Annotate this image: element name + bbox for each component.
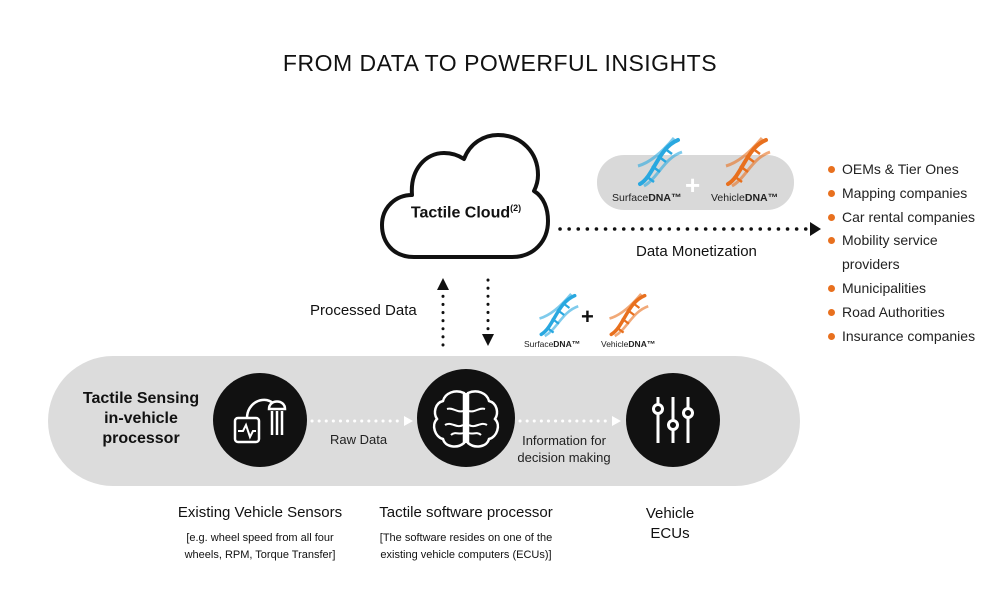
customer-list: OEMs & Tier Ones Mapping companies Car r… — [828, 158, 975, 348]
raw-data-arrowhead — [404, 416, 413, 426]
bullet-icon — [828, 189, 835, 197]
list-item: Mapping companies — [828, 182, 975, 206]
processor-circle — [417, 369, 515, 467]
dna-plus: + — [685, 170, 701, 200]
bullet-icon — [828, 166, 835, 173]
cloud-icon — [380, 133, 550, 259]
surface-dna-icon — [637, 137, 683, 188]
processor-note: [The software resides on one of the exis… — [379, 532, 553, 561]
list-item: Car rental companies — [828, 206, 975, 230]
dna-pill — [597, 155, 794, 210]
surface-dna-label-small: SurfaceDNA™ — [524, 339, 581, 349]
raw-data-label: Raw Data — [330, 432, 388, 447]
bullet-icon — [828, 284, 835, 292]
up-arrowhead — [437, 278, 449, 290]
vehicle-dna-icon-small — [609, 293, 649, 338]
processor-title: Tactile software processor — [379, 504, 553, 521]
bullet-icon — [828, 308, 835, 316]
ecu-circle — [626, 373, 720, 467]
vehicle-dna-label-small: VehicleDNA™ — [601, 339, 656, 349]
cloud-label: Tactile Cloud(2) — [410, 203, 522, 222]
processed-data-label: Processed Data — [310, 302, 417, 319]
sensors-circle — [213, 373, 307, 467]
bullet-icon — [828, 213, 835, 221]
brain-icon — [432, 390, 500, 448]
list-item: Insurance companies — [828, 325, 975, 349]
vehicle-dna-label: VehicleDNA™ — [711, 192, 779, 204]
dna-plus-small: + — [581, 304, 594, 329]
surface-dna-label: SurfaceDNA™ — [612, 192, 682, 204]
sensor-icon — [233, 398, 287, 444]
list-item: OEMs & Tier Ones — [828, 158, 975, 182]
bullet-icon — [828, 237, 835, 245]
sensors-note: [e.g. wheel speed from all four wheels, … — [184, 532, 336, 561]
tactile-sensing-label: Tactile Sensing in-vehicle processor — [82, 390, 200, 447]
sensors-title: Existing Vehicle Sensors — [177, 504, 343, 521]
list-item: Road Authorities — [828, 301, 975, 325]
information-arrowhead — [612, 416, 621, 426]
data-monetization-label: Data Monetization — [636, 243, 757, 260]
list-item: Municipalities — [828, 277, 975, 301]
vehicle-dna-icon — [725, 137, 771, 188]
list-item: Mobility service — [828, 229, 975, 253]
down-arrowhead — [482, 334, 494, 346]
information-label: Information for decision making — [517, 433, 611, 465]
surface-dna-icon-small — [539, 293, 579, 338]
list-item-continuation: providers — [842, 256, 900, 273]
sliders-icon — [652, 397, 694, 443]
monetization-arrowhead — [810, 222, 821, 236]
ecu-title: Vehicle ECUs — [645, 505, 695, 542]
page-title: FROM DATA TO POWERFUL INSIGHTS — [282, 50, 718, 76]
bullet-icon — [828, 332, 835, 340]
